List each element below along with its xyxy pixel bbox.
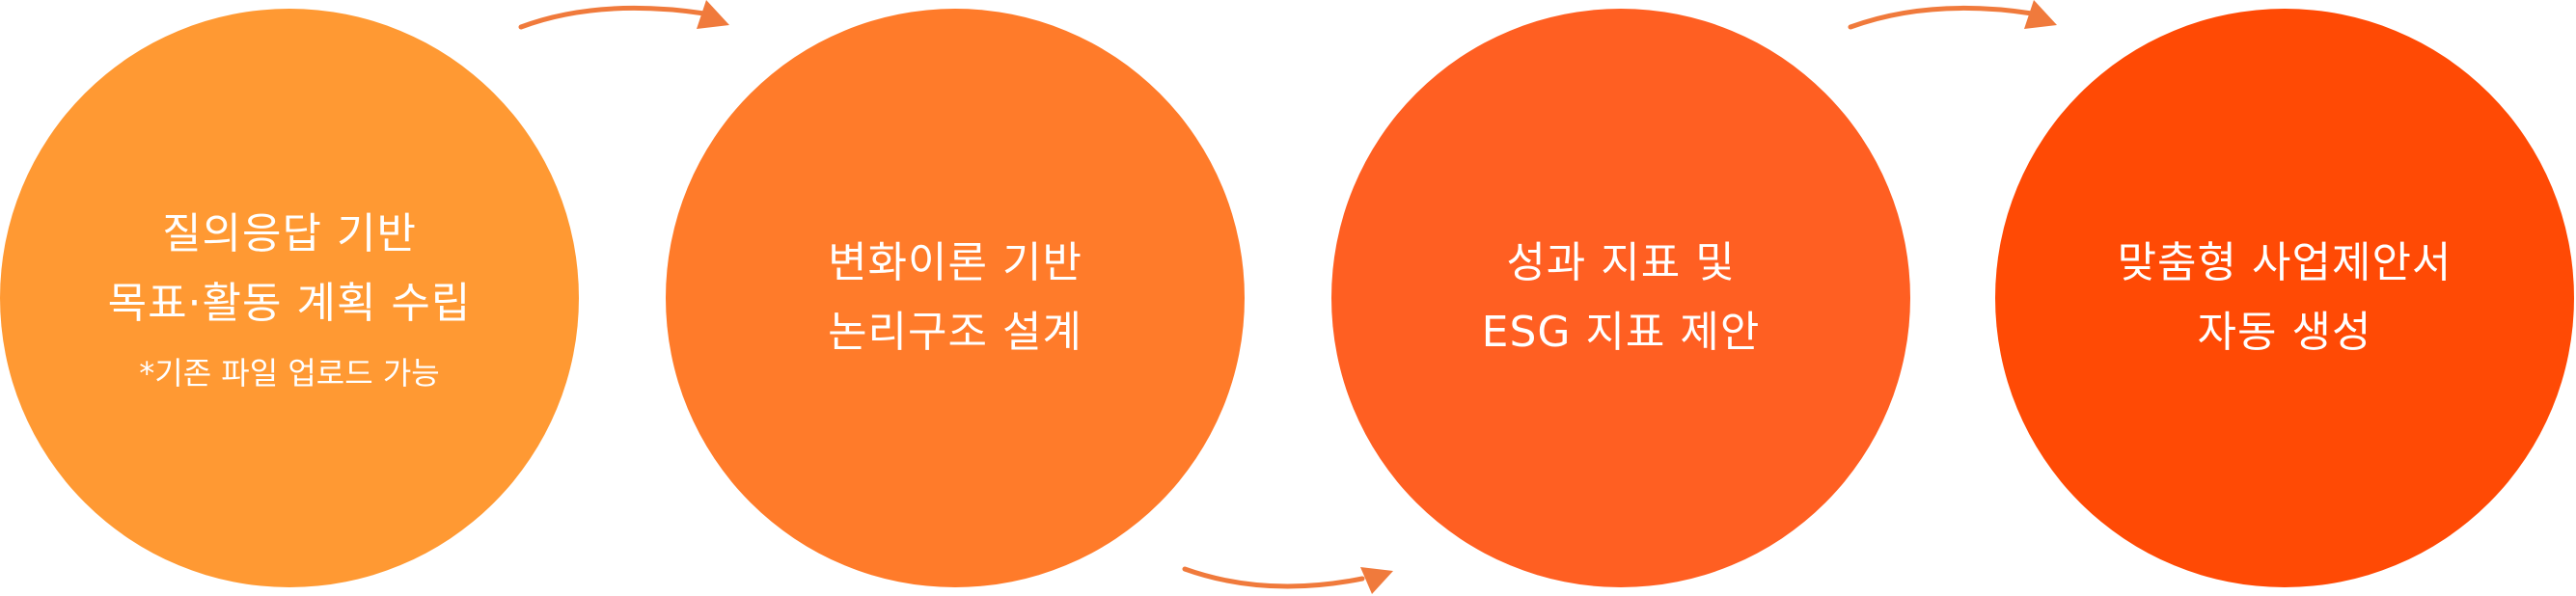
step-1-note: *기존 파일 업로드 가능	[139, 355, 440, 392]
step-1-circle: 질의응답 기반 목표·활동 계획 수립 *기존 파일 업로드 가능	[0, 9, 579, 587]
step-4-line-2: 자동 생성	[2197, 308, 2372, 357]
step-3-line-2: ESG 지표 제안	[1481, 308, 1761, 357]
arrow-right-icon	[1848, 0, 2057, 30]
step-2-line-1: 변화이론 기반	[828, 238, 1082, 287]
arrow-right-icon	[1182, 566, 1393, 594]
step-4-line-1: 맞춤형 사업제안서	[2117, 238, 2453, 287]
step-1-line-2: 목표·활동 계획 수립	[107, 279, 472, 328]
step-2-line-2: 논리구조 설계	[828, 308, 1082, 357]
arrow-right-icon	[518, 0, 729, 30]
step-4-circle: 맞춤형 사업제안서 자동 생성	[1995, 9, 2574, 587]
step-2-circle: 변화이론 기반 논리구조 설계	[666, 9, 1245, 587]
step-1-line-1: 질의응답 기반	[162, 209, 417, 258]
step-3-circle: 성과 지표 및 ESG 지표 제안	[1331, 9, 1910, 587]
step-3-line-1: 성과 지표 및	[1506, 238, 1736, 287]
